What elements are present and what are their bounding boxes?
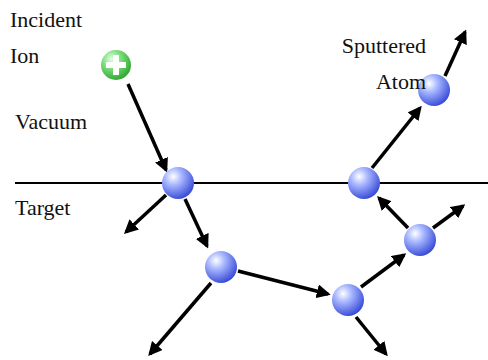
- region-label: Target: [15, 190, 135, 226]
- ion-label: Incident Ion: [10, 2, 102, 74]
- incident-ion: [101, 50, 131, 80]
- atoms: [162, 74, 450, 316]
- region-label: Vacuum: [15, 104, 135, 140]
- atom-label: Sputtered Atom: [330, 28, 426, 100]
- surface-line: [15, 182, 488, 184]
